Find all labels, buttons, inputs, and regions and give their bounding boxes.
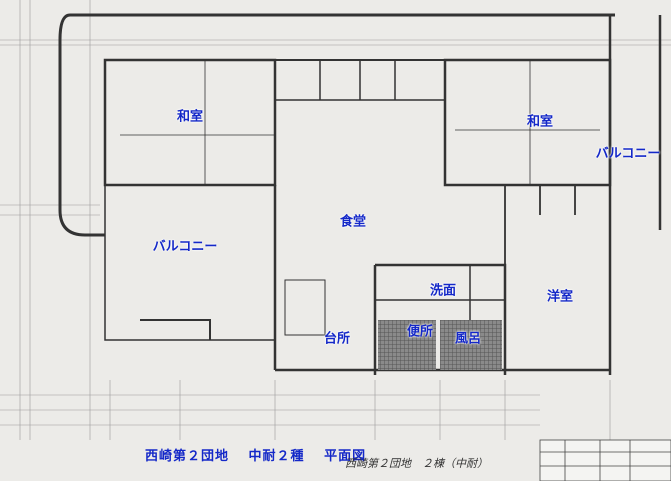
room-label-balcony-right: バルコニー — [595, 146, 661, 162]
room-label-western-room: 洋室 — [546, 289, 574, 305]
caption-place: 西崎第２団地 — [145, 449, 230, 464]
room-label-bath: 風呂 — [454, 331, 482, 347]
room-label-kitchen: 台所 — [323, 331, 351, 347]
caption-type: 中耐２種 — [248, 449, 305, 464]
title-block — [539, 439, 671, 481]
caption-drawing: 平面図 — [324, 449, 367, 464]
room-label-washroom: 洗面 — [429, 283, 457, 299]
room-label-washitsu-right: 和室 — [526, 114, 554, 130]
room-label-toilet: 便所 — [406, 324, 434, 340]
room-label-balcony-left: バルコニー — [152, 239, 218, 255]
handwritten-note: 西崎第２団地 ２棟（中耐） — [345, 457, 488, 470]
room-label-dining: 食堂 — [339, 214, 367, 230]
toilet-tiles — [378, 320, 436, 370]
room-label-washitsu-left: 和室 — [176, 109, 204, 125]
dimension-lines — [0, 0, 671, 440]
walls — [58, 13, 662, 375]
drawing-caption: 西崎第２団地 中耐２種 平面図 — [145, 445, 380, 464]
bath-tiles — [440, 320, 502, 370]
